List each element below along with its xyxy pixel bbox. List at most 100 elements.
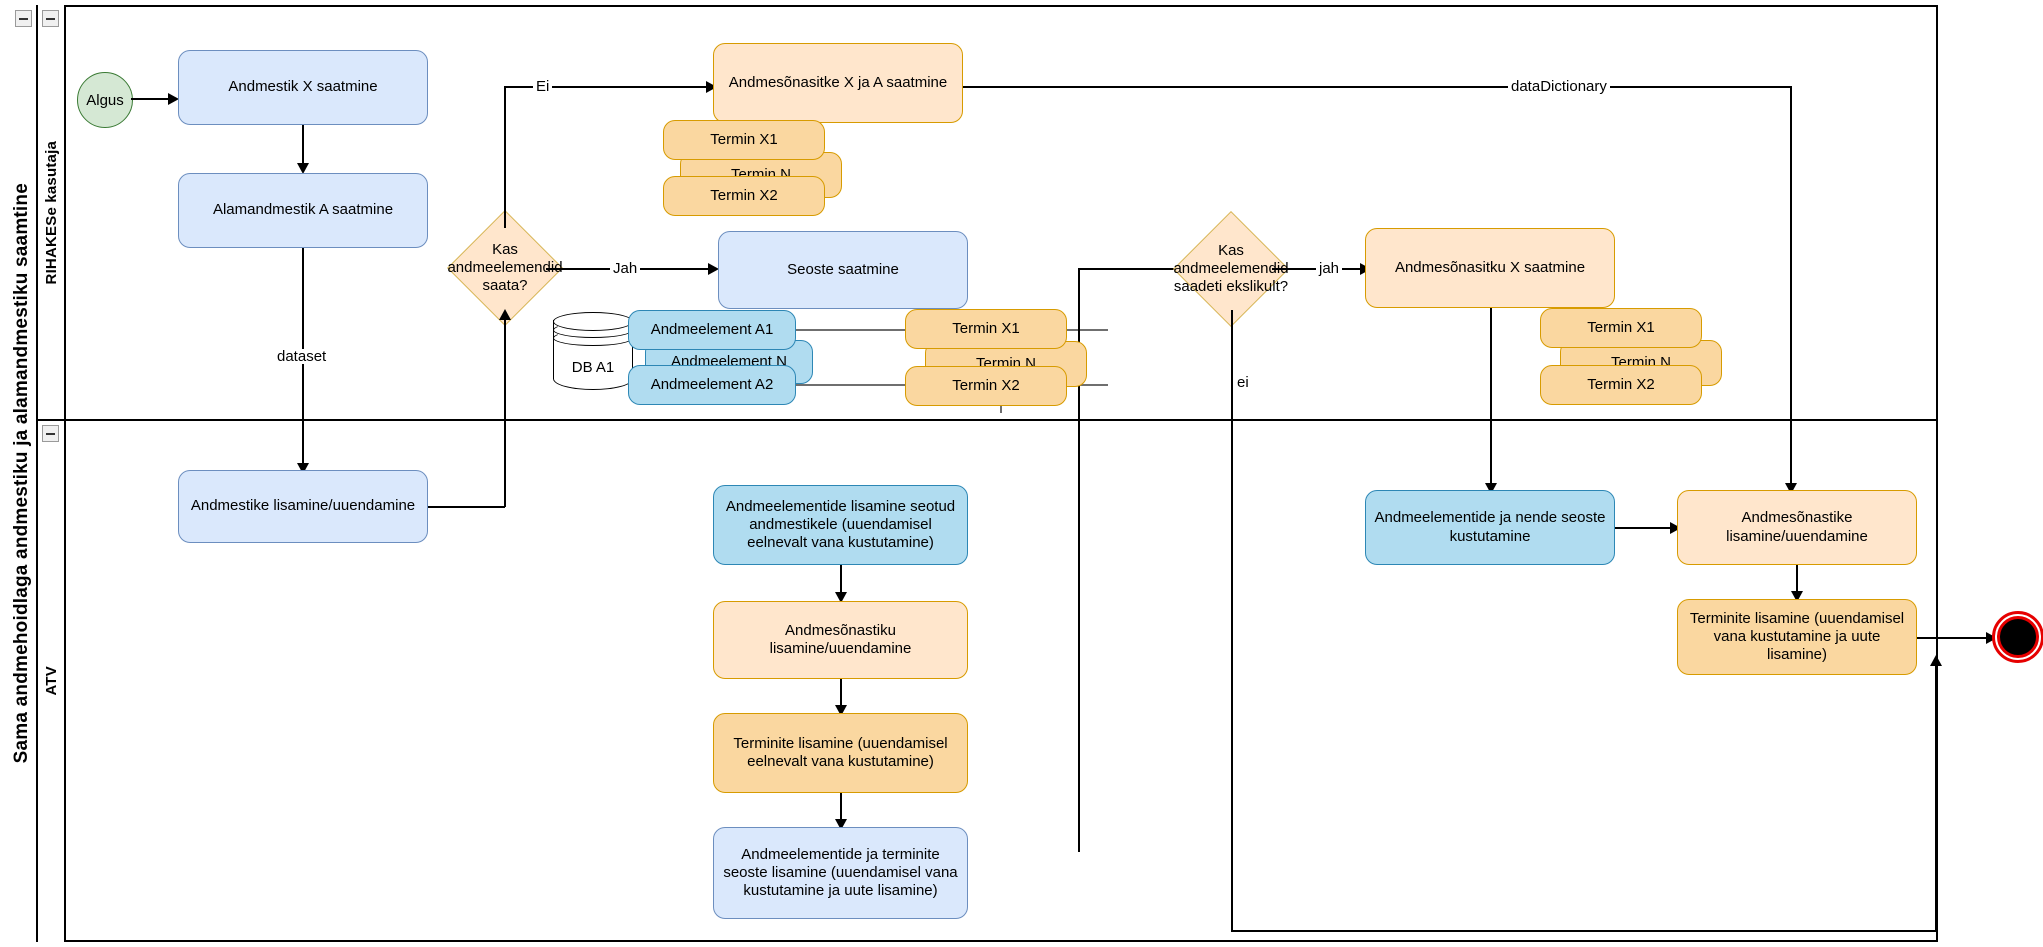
edge-datadictionary-vertical xyxy=(1790,86,1792,490)
arrowhead xyxy=(835,705,847,716)
lane-divider xyxy=(38,419,1938,421)
arrowhead xyxy=(297,163,309,174)
data-object-label: Termin X1 xyxy=(710,130,778,148)
task-alamandmestik-a-saatmine[interactable]: Alamandmestik A saatmine xyxy=(178,173,428,248)
task-terminite-lisamine-mid[interactable]: Terminite lisamine (uuendamisel eelneval… xyxy=(713,713,968,793)
lane-2-collapse-toggle[interactable] xyxy=(42,425,59,442)
data-object-termin-x1-top[interactable]: Termin X1 xyxy=(663,120,825,160)
task-andmesonastike-lisamine-uuendamine[interactable]: Andmesõnastike lisamine/uuendamine xyxy=(1677,490,1917,565)
pool-collapse-toggle[interactable] xyxy=(15,10,32,27)
pool-title-label: Sama andmehoidlaga andmestiku ja alamand… xyxy=(11,183,32,764)
task-label: Andmesõnastiku lisamine/uuendamine xyxy=(769,621,912,657)
edge-label-datadictionary: dataDictionary xyxy=(1508,79,1610,94)
lane-rihakese-kasutaja-label: RIHAKESe kasutaja xyxy=(42,140,60,285)
data-object-termin-x1-right[interactable]: Termin X1 xyxy=(1540,308,1702,348)
lane-rihakese-kasutaja: RIHAKESe kasutaja xyxy=(38,5,66,420)
data-object-label: Termin X2 xyxy=(952,376,1020,394)
task-andmeelementide-lisamine-seotud[interactable]: Andmeelementide lisamine seotud andmesti… xyxy=(713,485,968,565)
task-andmeelementide-kustutamine[interactable]: Andmeelementide ja nende seoste kustutam… xyxy=(1365,490,1615,565)
lane-atv-label: ATV xyxy=(42,666,60,696)
edge-gw2-ei-vertical xyxy=(1231,310,1233,932)
arrowhead xyxy=(1791,591,1803,602)
data-object-termin-x2-right[interactable]: Termin X2 xyxy=(1540,365,1702,405)
db-label: DB A1 xyxy=(571,359,615,376)
data-object-andmeelement-a1[interactable]: Andmeelement A1 xyxy=(628,310,796,350)
task-label: Andmesõnastike lisamine/uuendamine xyxy=(1726,509,1868,545)
edge-datadictionary-horizontal xyxy=(963,86,1792,88)
arrowhead xyxy=(1485,483,1497,494)
arrowhead xyxy=(835,819,847,830)
gateway-label: Kas andmeelemendid saadeti ekslikult? xyxy=(1173,242,1289,295)
arrowhead xyxy=(1785,483,1797,494)
edge-label-ei-top: Ei xyxy=(533,79,553,94)
edge-gw2-ei-to-end xyxy=(1935,665,1937,931)
data-object-label: Termin X2 xyxy=(1587,375,1655,393)
pool-title: Sama andmehoidlaga andmestiku ja alamand… xyxy=(8,5,38,942)
db-top xyxy=(553,312,633,331)
task-label: Andmeelementide lisamine seotud andmesti… xyxy=(725,497,956,552)
end-event[interactable] xyxy=(1992,611,2043,663)
edge-andmestikx-to-alamandmestik xyxy=(302,125,304,170)
data-object-termin-x1-mid[interactable]: Termin X1 xyxy=(905,309,1067,349)
arrowhead xyxy=(1930,655,1942,666)
task-label: Terminite lisamine (uuendamisel eelneval… xyxy=(733,734,948,770)
edge-to-gw2-vertical xyxy=(1078,268,1080,852)
task-andmeelementide-terminite-seoste-lisamine[interactable]: Andmeelementide ja terminite seoste lisa… xyxy=(713,827,968,919)
end-event-inner-disc xyxy=(1997,616,2039,658)
arrowhead xyxy=(706,81,717,93)
edge-andmesonasitku-down xyxy=(1490,308,1492,490)
task-label: Andmesõnasitke X ja A saatmine xyxy=(728,73,948,91)
edge-ei-horizontal xyxy=(504,86,712,88)
gateway-kas-andmeelemendid-saata[interactable]: Kas andmeelemendid saata? xyxy=(447,210,563,326)
task-andmesonastiku-lisamine-uuendamine[interactable]: Andmesõnastiku lisamine/uuendamine xyxy=(713,601,968,679)
task-terminite-lisamine-right[interactable]: Terminite lisamine (uuendamisel vana kus… xyxy=(1677,599,1917,675)
data-object-label: Termin X2 xyxy=(710,186,778,204)
task-label: Andmestike lisamine/uuendamine xyxy=(190,497,416,515)
data-object-termin-x2-top[interactable]: Termin X2 xyxy=(663,176,825,216)
arrowhead xyxy=(708,263,719,275)
task-andmestike-lisamine-uuendamine[interactable]: Andmestike lisamine/uuendamine xyxy=(178,470,428,543)
edge-andmestike-back-vertical xyxy=(504,318,506,507)
arrowhead xyxy=(1670,522,1681,534)
edge-sonastike-to-terminite xyxy=(1796,565,1798,597)
db-line-2 xyxy=(553,330,633,346)
arrowhead xyxy=(499,309,511,320)
data-store-db-a1[interactable]: DB A1 xyxy=(553,312,633,390)
edge-terminite-to-end xyxy=(1917,637,1993,639)
edge-ei-vertical xyxy=(504,86,506,228)
edge-chain-2 xyxy=(840,679,842,711)
data-object-label: Termin X1 xyxy=(1587,318,1655,336)
edge-chain-1 xyxy=(840,565,842,599)
task-label: Alamandmestik A saatmine xyxy=(212,201,394,219)
task-label: Andmestik X saatmine xyxy=(228,78,378,96)
task-label: Andmeelementide ja nende seoste kustutam… xyxy=(1374,509,1606,545)
task-label: Seoste saatmine xyxy=(787,260,899,278)
gateway-label: Kas andmeelemendid saata? xyxy=(447,241,563,294)
gateway-kas-andmeelemendid-saadeti-ekslikult[interactable]: Kas andmeelemendid saadeti ekslikult? xyxy=(1173,211,1289,327)
edge-label-ei-gw2: ei xyxy=(1234,375,1252,390)
edge-label-jah-mid: Jah xyxy=(610,261,641,276)
task-label: Terminite lisamine (uuendamisel vana kus… xyxy=(1689,609,1905,664)
lane-atv: ATV xyxy=(38,420,66,942)
edge-kustutamine-to-sonastike xyxy=(1615,527,1677,529)
arrowhead xyxy=(835,592,847,603)
edge-chain-3 xyxy=(840,793,842,825)
data-object-andmeelement-a2[interactable]: Andmeelement A2 xyxy=(628,365,796,405)
edge-label-dataset: dataset xyxy=(274,349,330,364)
task-seoste-saatmine[interactable]: Seoste saatmine xyxy=(718,231,968,309)
arrowhead xyxy=(1986,632,1997,644)
task-andmestik-x-saatmine[interactable]: Andmestik X saatmine xyxy=(178,50,428,125)
start-event-label: Algus xyxy=(86,91,124,109)
data-object-label: Andmeelement A2 xyxy=(650,375,774,393)
edge-start-to-andmestik-x xyxy=(131,98,171,100)
data-object-termin-x2-mid[interactable]: Termin X2 xyxy=(905,366,1067,406)
start-event[interactable]: Algus xyxy=(77,72,133,128)
lane-1-collapse-toggle[interactable] xyxy=(42,10,59,27)
task-andmesonasitku-x-saatmine[interactable]: Andmesõnasitku X saatmine xyxy=(1365,228,1615,308)
arrowhead xyxy=(168,93,179,105)
edge-to-gw2-horizontal xyxy=(1078,268,1188,270)
task-andmesonasitke-x-ja-a[interactable]: Andmesõnasitke X ja A saatmine xyxy=(713,43,963,123)
edge-label-jah-gw2: jah xyxy=(1316,261,1343,276)
edge-gw2-ei-horizontal xyxy=(1231,930,1936,932)
